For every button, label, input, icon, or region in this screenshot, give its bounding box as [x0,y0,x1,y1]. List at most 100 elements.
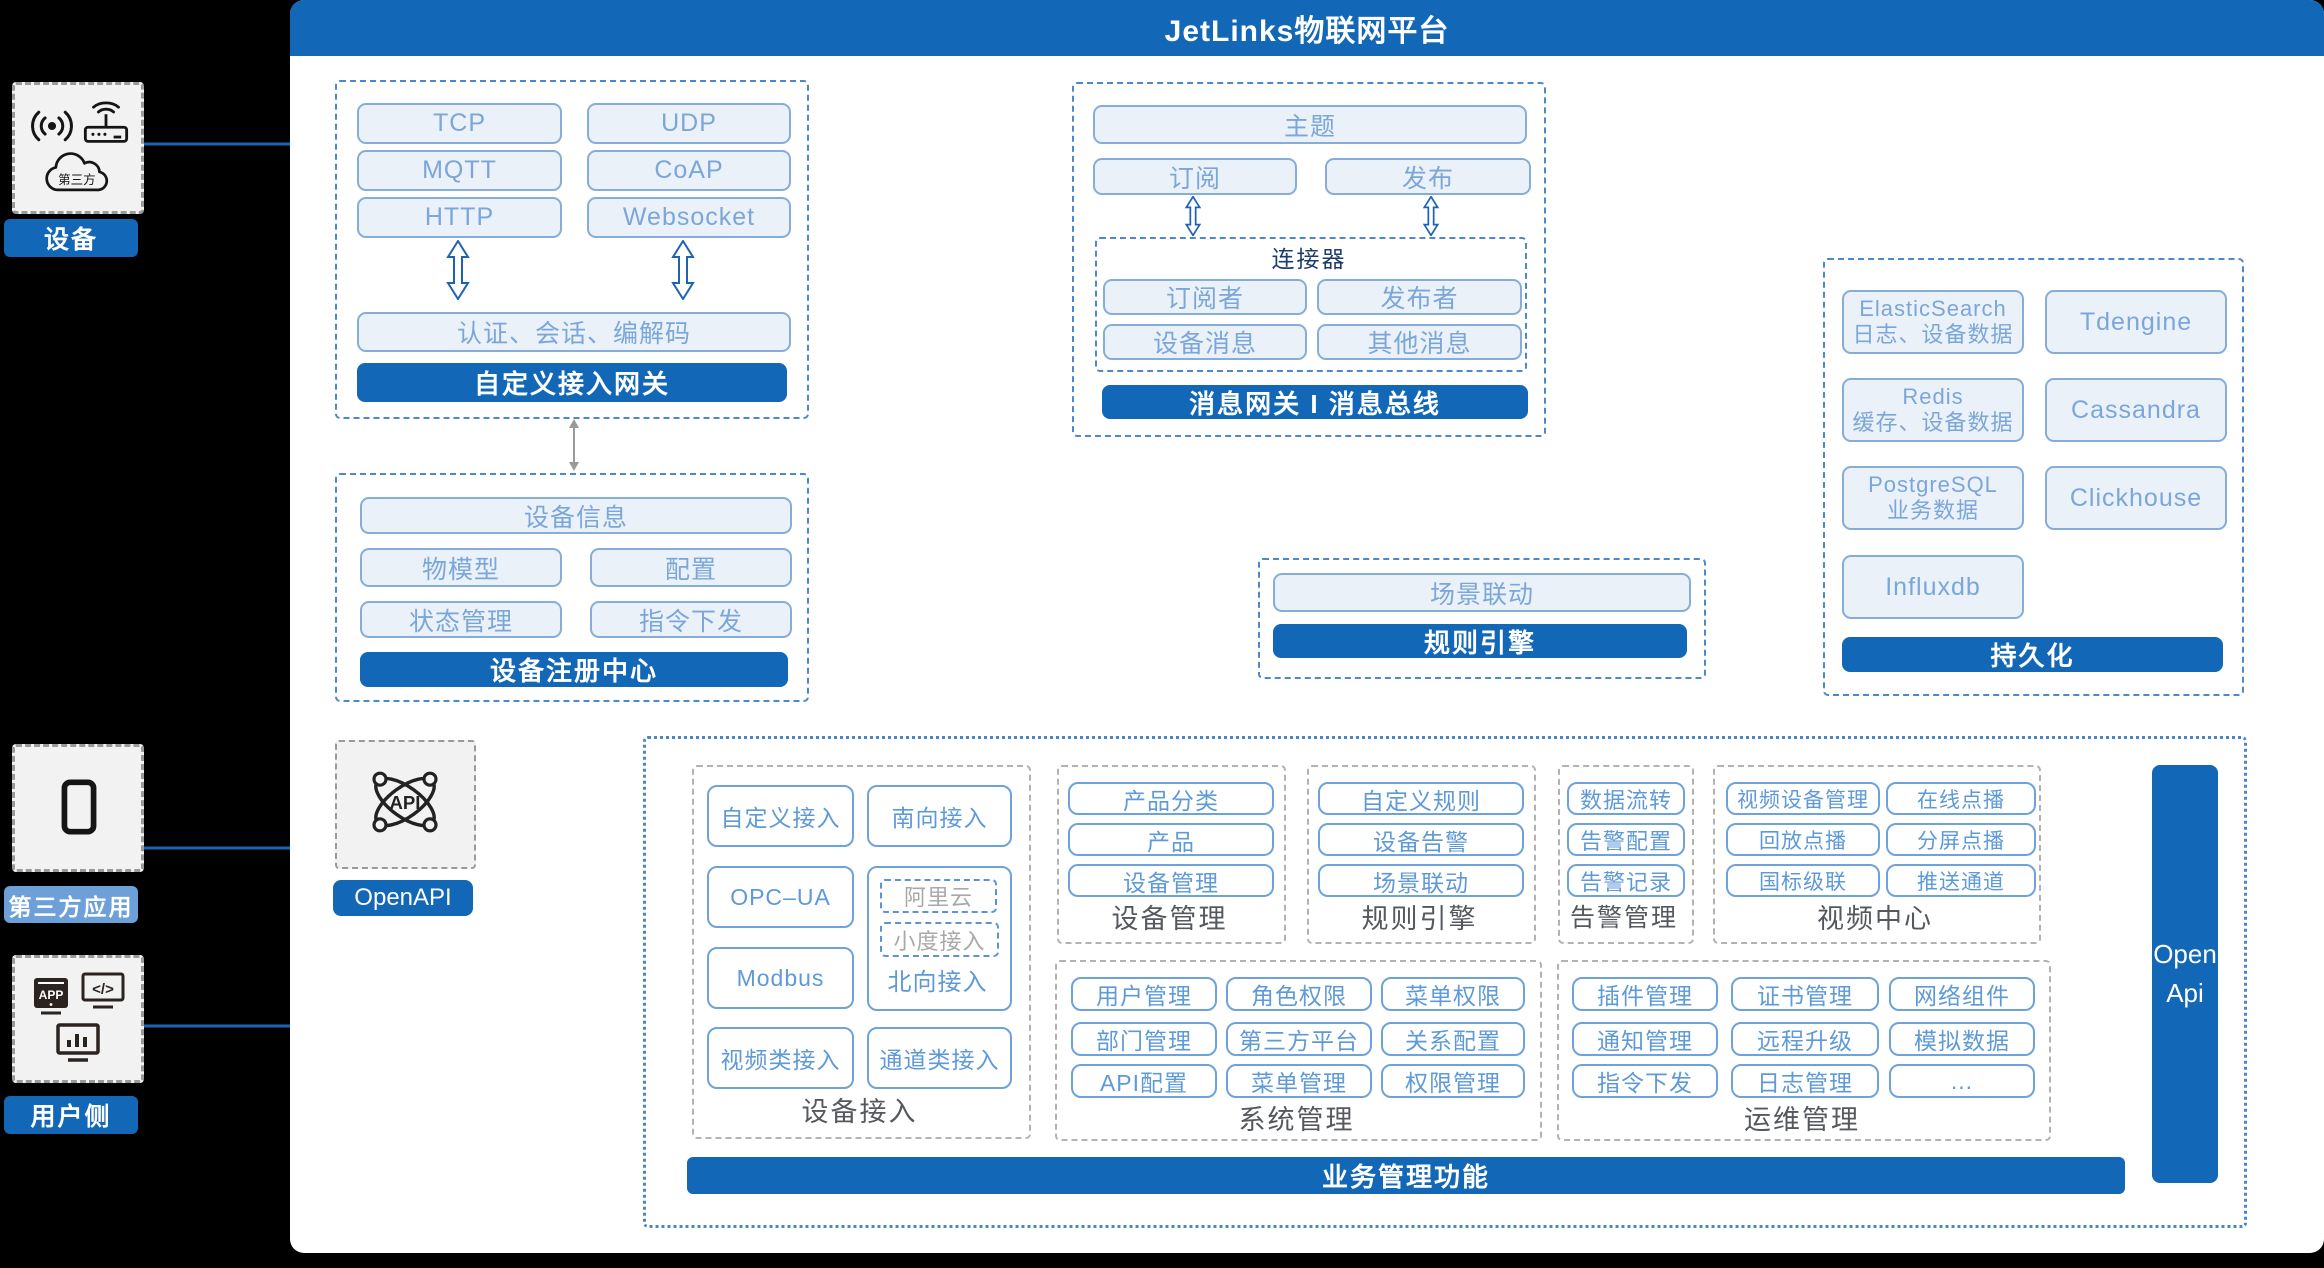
codec-bar: 认证、会话、编解码 [357,312,791,352]
elasticsearch-desc: 日志、设备数据 [1852,322,2014,347]
permission-mgmt-box: 权限管理 [1381,1064,1525,1098]
alarm-mgmt-column [1558,765,1694,944]
push-channel-box: 推送通道 [1886,864,2036,897]
device-access-caption: 设备接入 [801,1096,918,1127]
gray-updown-arrow-icon [566,419,582,471]
persistence-bar: 持久化 [1842,637,2223,672]
monitor-chart-icon [51,1018,105,1068]
postgresql-desc: 业务数据 [1886,498,1979,523]
protocol-coap: CoAP [587,150,791,191]
log-mgmt-box: 日志管理 [1731,1064,1879,1098]
rule-engine-column [1307,765,1536,944]
business-functions-group [643,736,2247,1228]
topic-box: 主题 [1093,105,1527,144]
third-party-side-label: 第三方应用 [4,886,138,923]
updown-arrow-icon [1418,196,1444,236]
online-play-box: 在线点播 [1886,782,2036,815]
network-component-box: 网络组件 [1889,977,2035,1011]
protocol-udp: UDP [587,103,791,144]
opcua-box: OPC–UA [707,866,854,928]
redis-box: Redis 缓存、设备数据 [1842,378,2024,442]
more-box: ... [1889,1064,2035,1098]
channel-access-box: 通道类接入 [867,1027,1012,1089]
thing-model-box: 物模型 [360,548,562,587]
rule-engine-caption: 规则引擎 [1361,903,1478,934]
command-dispatch-box: 指令下发 [590,601,792,638]
redis-name: Redis [1902,383,1964,409]
updown-arrow-icon [670,240,696,300]
role-permission-box: 角色权限 [1226,977,1372,1011]
other-message-box: 其他消息 [1317,324,1522,360]
modbus-box: Modbus [707,947,854,1009]
device-access-column [692,765,1031,1139]
user-mgmt-box: 用户管理 [1071,977,1217,1011]
router-icon [81,101,131,147]
api-atom-icon: API [365,764,445,840]
alarm-record-box: 告警记录 [1567,864,1685,897]
third-party-platform-box: 第三方平台 [1226,1022,1372,1056]
influxdb-box: Influxdb [1842,555,2024,619]
open-api-vertical-bar: Open Api [2152,765,2218,1183]
protocol-mqtt: MQTT [357,150,562,191]
video-device-mgmt-box: 视频设备管理 [1726,782,1880,815]
remote-upgrade-box: 远程升级 [1731,1022,1879,1056]
southbound-access-box: 南向接入 [867,785,1012,847]
mock-data-box: 模拟数据 [1889,1022,2035,1056]
command-issue-box: 指令下发 [1572,1064,1718,1098]
product-category-box: 产品分类 [1068,782,1274,815]
subscriber-box: 订阅者 [1103,279,1307,315]
protocol-websocket: Websocket [587,197,791,238]
config-box: 配置 [590,548,792,587]
subscribe-box: 订阅 [1093,158,1297,195]
xiaodu-access-box: 小度接入 [880,922,999,957]
rule-engine-group [1258,558,1706,679]
playback-box: 回放点播 [1726,823,1880,856]
system-mgmt-caption: 系统管理 [1238,1104,1355,1135]
dept-mgmt-box: 部门管理 [1071,1022,1217,1056]
updown-arrow-icon [445,240,471,300]
device-icons-box: 第三方 [12,82,144,214]
device-message-box: 设备消息 [1103,324,1307,360]
product-box: 产品 [1068,823,1274,856]
device-info-box: 设备信息 [360,497,792,534]
plugin-mgmt-box: 插件管理 [1572,977,1718,1011]
state-mgmt-box: 状态管理 [360,601,562,638]
business-functions-bar: 业务管理功能 [687,1157,2125,1194]
publish-box: 发布 [1325,158,1531,195]
video-center-caption: 视频中心 [1817,903,1933,934]
northbound-access-label: 北向接入 [887,968,988,996]
tdengine-box: Tdengine [2045,290,2227,354]
redis-desc: 缓存、设备数据 [1852,410,2014,435]
scene-linkage-box: 场景联动 [1273,573,1691,612]
api-config-box: API配置 [1071,1064,1217,1098]
openapi-icon-box: API [335,740,476,869]
postgresql-box: PostgreSQL 业务数据 [1842,466,2024,530]
connector-group [1095,237,1527,372]
elasticsearch-box: ElasticSearch 日志、设备数据 [1842,290,2024,354]
protocol-http: HTTP [357,197,562,238]
user-icons-box: APP </> [12,955,144,1083]
custom-access-box: 自定义接入 [707,785,854,847]
app-icon-label: APP [39,988,64,1002]
alarm-mgmt-caption: 告警管理 [1569,904,1678,932]
custom-gateway-bar: 自定义接入网关 [357,363,787,402]
custom-rule-box: 自定义规则 [1318,782,1524,815]
ops-mgmt-caption: 运维管理 [1744,1104,1860,1135]
code-icon-label: </> [92,981,114,998]
openapi-label: OpenAPI [333,880,473,916]
app-icon: APP [29,972,73,1018]
elasticsearch-name: ElasticSearch [1859,295,2007,321]
device-mgmt-caption: 设备管理 [1111,903,1228,934]
device-alarm-box: 设备告警 [1318,823,1524,856]
custom-gateway-group [335,80,809,419]
data-flow-box: 数据流转 [1567,782,1685,815]
notify-mgmt-box: 通知管理 [1572,1022,1718,1056]
video-center-column [1713,765,2041,944]
wifi-signal-icon [29,103,75,149]
cert-mgmt-box: 证书管理 [1731,977,1879,1011]
device-side-label: 设备 [4,219,138,257]
device-registry-group [335,473,809,702]
third-party-cloud-icon: 第三方 [41,149,115,199]
device-mgmt-box: 设备管理 [1068,864,1274,897]
